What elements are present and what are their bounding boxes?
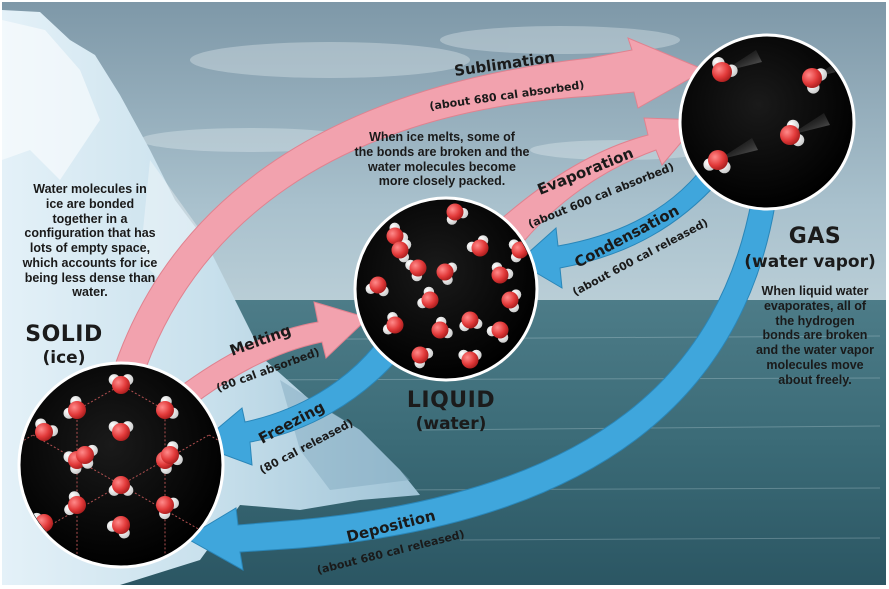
solid-water-molecule	[156, 496, 179, 520]
solid-water-molecule	[35, 418, 59, 441]
liquid-water-molecule	[417, 286, 439, 309]
gas-water-molecule	[703, 150, 731, 174]
motion-trail	[718, 138, 758, 160]
gas-water-molecule	[712, 56, 738, 82]
liquid-water-molecule	[466, 235, 489, 257]
liquid-water-molecule	[486, 321, 509, 343]
liquid-water-molecule	[431, 316, 453, 339]
solid-water-molecule	[108, 421, 134, 441]
liquid-title: LIQUID	[406, 388, 496, 413]
condensation-arrow	[517, 165, 721, 289]
solid-water-molecule	[156, 395, 179, 419]
solid-water-molecule	[106, 516, 130, 539]
liquid-water-molecule	[436, 262, 458, 285]
liquid-subtitle: (water)	[415, 414, 487, 434]
gas-title: GAS	[788, 224, 842, 249]
liquid-water-molecule	[382, 312, 404, 335]
gas-water-molecule	[802, 68, 828, 94]
liquid-water-molecule	[391, 239, 412, 263]
solid-water-molecule	[108, 476, 134, 496]
solid-water-molecule	[76, 444, 98, 469]
motion-trail	[790, 113, 830, 135]
liquid-water-molecule	[458, 349, 482, 369]
gas-subtitle: (water vapor)	[744, 252, 876, 272]
liquid-water-molecule	[405, 259, 427, 282]
solid-water-molecule	[161, 441, 183, 466]
solid-water-molecule	[63, 395, 86, 419]
solid-water-molecule	[64, 491, 86, 516]
solid-subtitle: (ice)	[42, 348, 86, 368]
liquid-water-molecule	[446, 203, 469, 225]
gas-water-molecule	[780, 119, 805, 147]
liquid-water-molecule	[365, 276, 389, 297]
liquid-water-molecule	[491, 262, 514, 284]
liquid-water-molecule	[411, 346, 434, 369]
solid-water-molecule	[108, 374, 134, 394]
solid-title: SOLID	[25, 322, 103, 347]
liquid-water-molecule	[501, 289, 522, 313]
liquid-water-molecule	[459, 311, 483, 332]
